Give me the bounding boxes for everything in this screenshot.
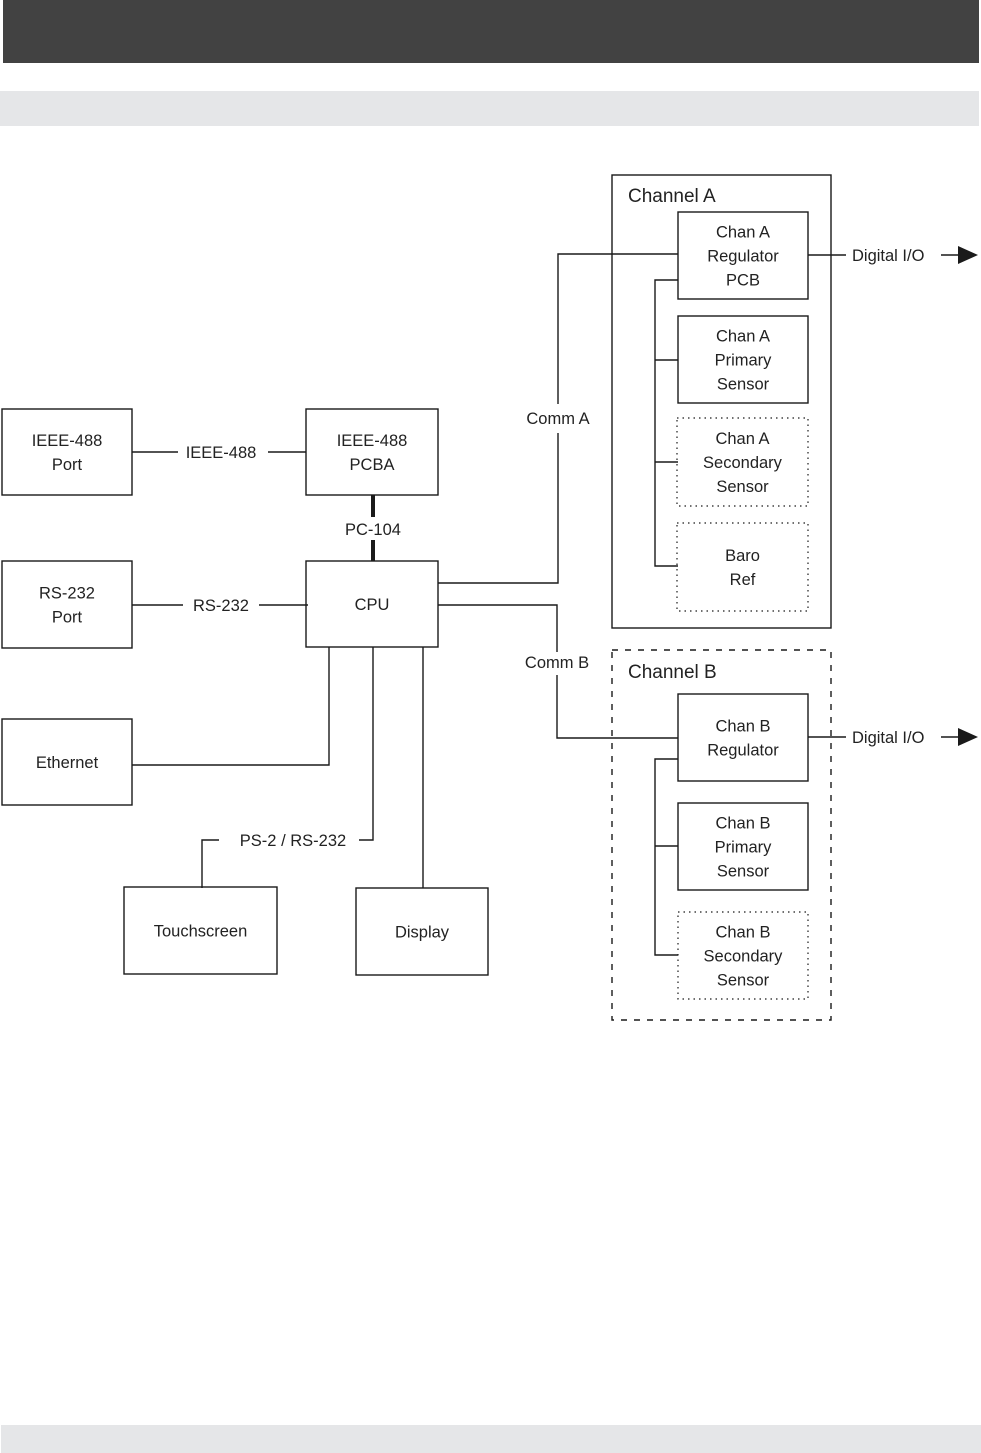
- node-ethernet: [1, 718, 133, 806]
- node-label-chan-a-regulator: Chan A: [716, 224, 770, 242]
- node-label-chan-b-regulator: Regulator: [707, 742, 779, 760]
- group-channel-b: [611, 649, 832, 1021]
- node-label-ieee488-pcba: IEEE-488: [337, 432, 408, 450]
- node-label-chan-b-primary: Sensor: [717, 863, 770, 881]
- edge-chan-b-bus: [654, 758, 678, 956]
- node-label-chan-b-regulator: Chan B: [715, 718, 770, 736]
- node-chan-a-primary: [677, 315, 809, 404]
- node-label-chan-a-regulator: Regulator: [707, 248, 779, 266]
- node-label-chan-a-primary: Primary: [715, 352, 773, 370]
- edge-label-comm-b-link: Comm B: [525, 654, 589, 672]
- node-label-ieee488-port: Port: [52, 456, 83, 474]
- arrow-right-icon: [958, 728, 978, 746]
- node-label-ieee488-pcba: PCBA: [350, 456, 395, 474]
- node-label-cpu: CPU: [355, 596, 390, 614]
- node-label-baro-ref: Ref: [730, 571, 756, 589]
- edge-comm-a-link: [438, 433, 559, 584]
- node-touchscreen: [123, 886, 278, 975]
- edge-label-rs232-link: RS-232: [193, 597, 249, 615]
- node-label-chan-a-secondary: Chan A: [715, 430, 769, 448]
- node-chan-b-primary: [677, 802, 809, 891]
- node-label-chan-b-primary: Primary: [715, 839, 773, 857]
- node-label-baro-ref: Baro: [725, 547, 760, 565]
- node-label-chan-a-regulator: PCB: [726, 272, 760, 290]
- footer-bar: [1, 1425, 981, 1453]
- group-channel-a: [611, 174, 832, 629]
- node-label-ethernet: Ethernet: [36, 754, 99, 772]
- group-label-channel-a: Channel A: [628, 186, 716, 207]
- edge-label-digital-io-b: Digital I/O: [852, 729, 925, 747]
- node-label-touchscreen: Touchscreen: [154, 923, 248, 941]
- node-label-ieee488-port: IEEE-488: [32, 432, 103, 450]
- node-label-chan-a-secondary: Sensor: [716, 478, 769, 496]
- edge-comm-b-link: [556, 675, 678, 739]
- node-label-rs232-port: RS-232: [39, 585, 95, 603]
- node-baro-ref: [676, 522, 809, 612]
- edge-label-ps2-link: PS-2 / RS-232: [240, 832, 346, 850]
- node-cpu: [305, 560, 439, 648]
- node-label-chan-b-secondary: Chan B: [715, 924, 770, 942]
- subheader-bar: [0, 91, 979, 126]
- node-label-chan-a-secondary: Secondary: [703, 454, 783, 472]
- node-chan-a-regulator: [677, 211, 809, 300]
- node-label-chan-b-primary: Chan B: [715, 815, 770, 833]
- edge-label-digital-io-a: Digital I/O: [852, 247, 925, 265]
- arrow-right-icon: [958, 246, 978, 264]
- edge-chan-a-bus: [654, 279, 678, 567]
- node-label-rs232-port: Port: [52, 609, 83, 627]
- node-chan-b-regulator: [677, 693, 809, 782]
- edge-comm-b-link: [438, 604, 558, 652]
- node-label-display: Display: [395, 924, 450, 942]
- edge-ps2-link: [201, 839, 219, 888]
- node-ieee488-port: [1, 408, 133, 496]
- group-label-channel-b: Channel B: [628, 662, 717, 683]
- edge-comm-a-link: [557, 253, 678, 404]
- edge-ps2-link: [359, 647, 374, 841]
- edge-label-comm-a-link: Comm A: [526, 410, 589, 428]
- edge-label-pc104-link: PC-104: [345, 521, 401, 539]
- node-label-chan-b-secondary: Sensor: [717, 972, 770, 990]
- edge-ethernet-link: [132, 647, 330, 766]
- edge-label-ieee488-link: IEEE-488: [186, 444, 257, 462]
- node-display: [355, 887, 489, 976]
- node-ieee488-pcba: [305, 408, 439, 496]
- node-chan-a-secondary: [676, 417, 809, 507]
- node-rs232-port: [1, 560, 133, 649]
- node-label-chan-a-primary: Chan A: [716, 328, 770, 346]
- node-label-chan-a-primary: Sensor: [717, 376, 770, 394]
- header-bar: [3, 0, 979, 63]
- node-label-chan-b-secondary: Secondary: [704, 948, 784, 966]
